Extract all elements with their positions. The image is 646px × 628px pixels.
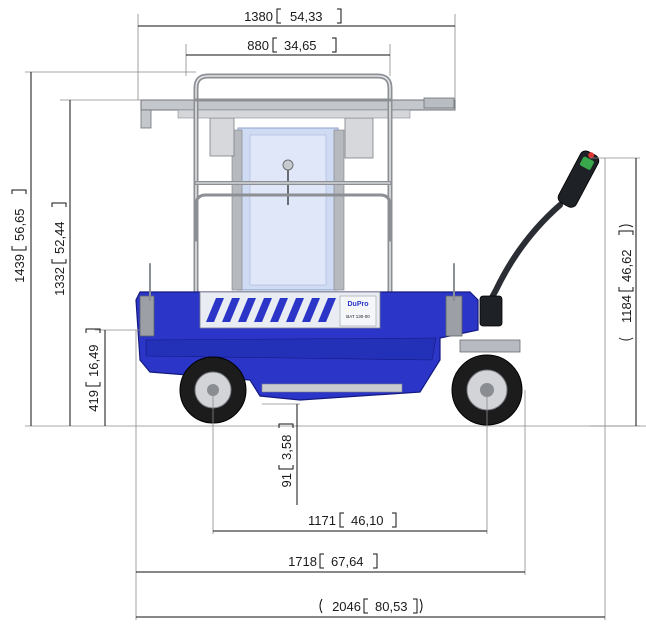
- tiller-base: [479, 295, 503, 327]
- extension-lines: [25, 14, 640, 620]
- svg-text:3,58: 3,58: [279, 435, 294, 460]
- dim-label-overall-length: 2046 80,53: [319, 598, 423, 614]
- rear-bumper: [139, 295, 155, 337]
- side-bracket: [209, 117, 235, 157]
- svg-text:1718: 1718: [288, 554, 317, 569]
- brand-label: DuPro: [348, 301, 369, 308]
- svg-text:46,10: 46,10: [351, 513, 384, 528]
- svg-text:54,33: 54,33: [290, 9, 323, 24]
- dim-label-wheelbase: 1171 46,10: [308, 512, 397, 528]
- svg-text:1332: 1332: [52, 267, 67, 296]
- svg-text:1184: 1184: [619, 295, 634, 323]
- control-box: [344, 117, 374, 159]
- svg-text:419: 419: [86, 390, 101, 412]
- model-label: BAT 130-00: [346, 314, 370, 319]
- dim-label-deck-height: 419 16,49: [85, 328, 101, 412]
- mast-rail-right: [333, 129, 345, 291]
- svg-text:16,49: 16,49: [86, 344, 101, 377]
- svg-text:46,62: 46,62: [619, 249, 634, 282]
- svg-text:34,65: 34,65: [284, 38, 317, 53]
- dim-label-chassis-length: 1718 67,64: [288, 553, 378, 569]
- mast-inner: [249, 134, 327, 286]
- fender: [459, 339, 521, 353]
- svg-text:1380: 1380: [244, 9, 273, 24]
- tiller-head: [557, 150, 600, 208]
- svg-text:56,65: 56,65: [12, 208, 27, 241]
- svg-text:91: 91: [279, 473, 294, 487]
- svg-text:880: 880: [247, 38, 269, 53]
- svg-text:1439: 1439: [12, 254, 27, 283]
- svg-text:2046: 2046: [332, 599, 361, 614]
- dim-label-handle-height: 1184 46,62: [618, 224, 634, 341]
- platform-end-left: [140, 109, 152, 129]
- dimension-lines: [30, 25, 637, 618]
- tiller-arm: [481, 202, 563, 315]
- mast-pivot: [282, 159, 294, 171]
- platform-extension: [423, 97, 455, 109]
- mast-rail-left: [231, 129, 243, 291]
- dim-label-ground-clearance: 91 3,58: [278, 423, 294, 487]
- chassis-band: [145, 337, 437, 361]
- front-bumper: [445, 295, 463, 337]
- svg-text:52,44: 52,44: [52, 221, 67, 254]
- platform-floor: [177, 109, 411, 119]
- svg-text:1171: 1171: [308, 513, 336, 528]
- dim-label-platform-width: 1380 54,33: [244, 8, 342, 24]
- svg-text:67,64: 67,64: [331, 554, 364, 569]
- machine-illustration: DuPro BAT 130-00: [25, 73, 646, 427]
- dim-label-cage-width: 880 34,65: [247, 37, 337, 53]
- brand-plate: [339, 295, 377, 327]
- hazard-stripes: [206, 298, 336, 322]
- step-plate: [261, 383, 403, 393]
- svg-text:80,53: 80,53: [375, 599, 408, 614]
- dim-label-platform-height: 1332 52,44: [51, 202, 67, 296]
- dim-label-overall-height: 1439 56,65: [11, 189, 27, 283]
